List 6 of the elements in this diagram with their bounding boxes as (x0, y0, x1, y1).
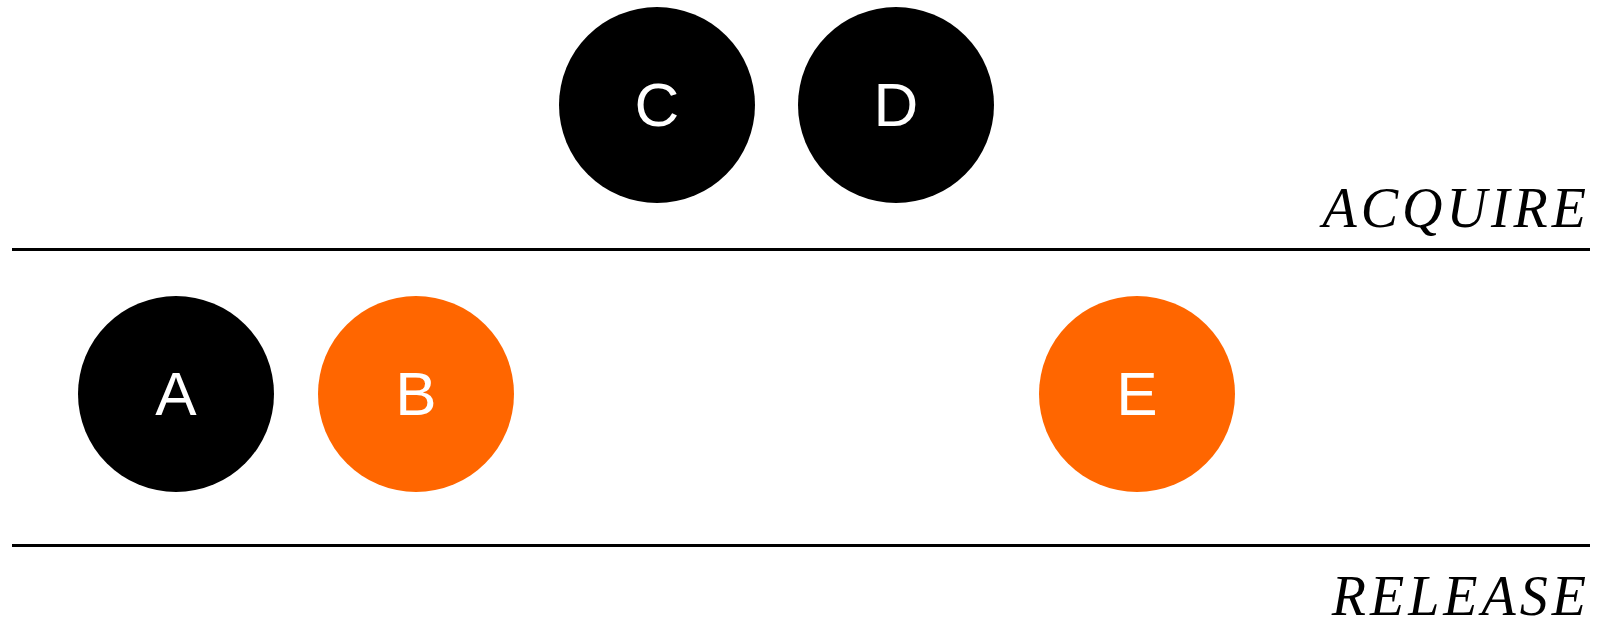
node-letter: D (873, 74, 919, 136)
node-letter: E (1116, 363, 1158, 425)
node-letter: C (634, 74, 680, 136)
band-label: RELEASE (1331, 568, 1590, 618)
node-letter: A (155, 363, 197, 425)
node-letter: B (395, 363, 437, 425)
